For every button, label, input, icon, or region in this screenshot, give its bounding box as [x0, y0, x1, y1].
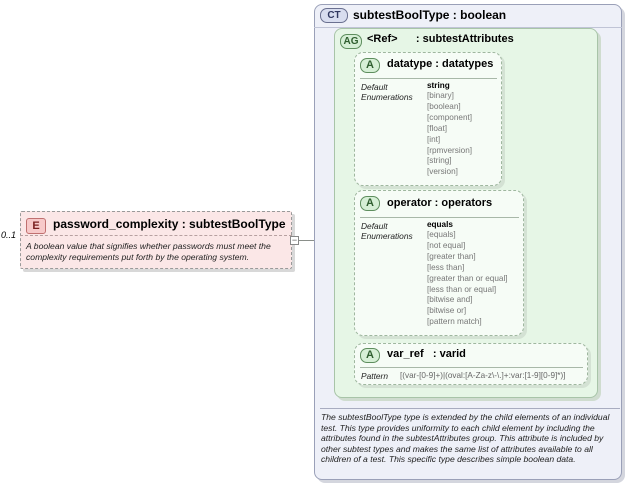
default-value: string: [427, 81, 450, 90]
attribute-box-operator[interactable]: [354, 190, 524, 336]
connector-element-to-type: [299, 240, 314, 241]
element-occurrence: 0..1: [1, 230, 17, 240]
enumeration-item: [rpmversion]: [427, 145, 473, 155]
attribute-badge: A: [360, 348, 380, 363]
enumeration-item: [binary]: [427, 91, 454, 100]
default-label: Default: [361, 82, 388, 92]
enumeration-item: [int]: [427, 134, 441, 144]
default-value: equals: [427, 220, 453, 229]
enumeration-item: [version]: [427, 167, 458, 177]
enumeration-item: [component]: [427, 112, 473, 122]
element-badge: E: [26, 218, 46, 234]
enumerations-label: Enumerations: [361, 92, 413, 102]
attribute-badge: A: [360, 196, 380, 211]
enumerations-label: Enumerations: [361, 231, 413, 241]
attribute-group-title: <Ref> : subtestAttributes: [367, 33, 514, 45]
attribute-divider: [360, 367, 583, 368]
attribute-badge: A: [360, 58, 380, 73]
pattern-value: [(var-[0-9]+)|(oval:[A-Za-z\-\.]+:var:[1…: [400, 371, 566, 380]
attribute-title-datatype: datatype : datatypes: [387, 58, 494, 70]
attribute-title-var-ref: var_ref : varid: [387, 348, 466, 360]
enumeration-item: [greater than or equal]: [427, 273, 508, 283]
element-header-divider: [20, 211, 292, 236]
element-title: password_complexity : subtestBoolType: [53, 217, 286, 231]
complex-type-description: The subtestBoolType type is extended by …: [321, 412, 610, 464]
pattern-label: Pattern: [361, 371, 389, 381]
enumeration-item: [bitwise or]: [427, 306, 467, 316]
enumeration-item: [bitwise and]: [427, 295, 473, 305]
enumeration-item: [float]: [427, 123, 448, 133]
attribute-group-badge: AG: [340, 34, 362, 49]
collapse-toggle-icon[interactable]: −: [290, 235, 299, 245]
description-divider: [320, 408, 620, 409]
enumeration-item: [pattern match]: [427, 317, 482, 327]
attribute-divider: [360, 78, 497, 79]
complex-type-header-divider: [314, 27, 622, 28]
enumeration-item: [string]: [427, 156, 452, 166]
complex-type-badge: CT: [320, 8, 348, 23]
attribute-group-name: : subtestAttributes: [415, 33, 514, 45]
enumeration-list-datatype: [binary][boolean][component][float][int]…: [427, 91, 472, 178]
enumeration-list-operator: [equals][not equal][greater than][less t…: [427, 230, 508, 328]
attribute-box-var-ref[interactable]: [354, 343, 588, 385]
default-label: Default: [361, 221, 388, 231]
enumeration-item: [equals]: [427, 230, 456, 239]
enumeration-item: [less than or equal]: [427, 284, 497, 294]
attribute-group-ref-label: <Ref>: [367, 33, 398, 45]
attribute-box-datatype[interactable]: [354, 52, 502, 186]
enumeration-item: [greater than]: [427, 251, 476, 261]
element-description: A boolean value that signifies whether p…: [26, 241, 271, 262]
attribute-title-operator: operator : operators: [387, 197, 493, 209]
enumeration-item: [boolean]: [427, 101, 461, 111]
enumeration-item: [less than]: [427, 262, 465, 272]
attribute-divider: [360, 217, 519, 218]
complex-type-title: subtestBoolType : boolean: [353, 8, 507, 22]
enumeration-item: [not equal]: [427, 240, 466, 250]
